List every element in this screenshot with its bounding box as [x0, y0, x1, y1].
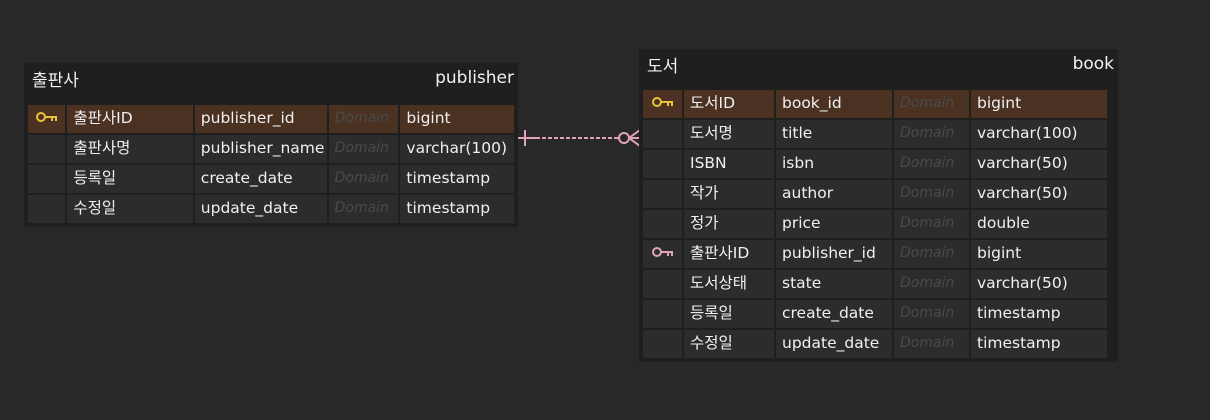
primary-key-icon: [651, 91, 675, 117]
column-data-type: timestamp: [971, 330, 1107, 358]
column-physical-name: create_date: [194, 165, 327, 193]
column-domain: Domain: [894, 210, 969, 238]
primary-key-icon: [35, 106, 59, 132]
zero-cardinality-mark: [618, 132, 630, 144]
column-domain: Domain: [328, 195, 399, 223]
column-data-type: double: [971, 210, 1107, 238]
entity-header[interactable]: 출판사 publisher: [28, 63, 514, 93]
column-physical-name: title: [776, 120, 892, 148]
column-domain: Domain: [894, 180, 969, 208]
entity-physical-name: book: [1072, 54, 1114, 74]
column-logical-name: 작가: [684, 180, 774, 208]
column-logical-name: 수정일: [67, 195, 193, 223]
column-logical-name: 도서ID: [684, 90, 774, 118]
column-physical-name: author: [776, 180, 892, 208]
key-cell: [643, 150, 682, 178]
column-data-type: varchar(50): [971, 180, 1107, 208]
column-logical-name: 등록일: [67, 165, 193, 193]
column-data-type: bigint: [971, 90, 1107, 118]
key-cell: [643, 180, 682, 208]
column-physical-name: publisher_id: [776, 240, 892, 268]
column-data-type: timestamp: [400, 165, 514, 193]
column-data-type: varchar(50): [971, 270, 1107, 298]
column-logical-name: ISBN: [684, 150, 774, 178]
column-logical-name: 정가: [684, 210, 774, 238]
foreign-key-icon: [651, 241, 675, 267]
column-domain: Domain: [894, 270, 969, 298]
column-physical-name: publisher_name: [194, 135, 327, 163]
column-domain: Domain: [894, 240, 969, 268]
column-domain: Domain: [328, 165, 399, 193]
column-data-type: timestamp: [400, 195, 514, 223]
column-physical-name: price: [776, 210, 892, 238]
key-cell: [28, 135, 66, 163]
key-cell: [28, 195, 66, 223]
key-cell: [643, 90, 682, 118]
column-domain: Domain: [328, 135, 399, 163]
column-physical-name: create_date: [776, 300, 892, 328]
key-cell: [643, 300, 682, 328]
column-domain: Domain: [894, 120, 969, 148]
key-cell: [28, 165, 66, 193]
column-logical-name: 출판사ID: [684, 240, 774, 268]
column-logical-name: 도서상태: [684, 270, 774, 298]
column-logical-name: 도서명: [684, 120, 774, 148]
key-cell: [643, 210, 682, 238]
column-data-type: bigint: [400, 105, 514, 133]
column-physical-name: publisher_id: [194, 105, 327, 133]
entity-logical-name: 도서: [647, 56, 679, 77]
entity-header[interactable]: 도서 book: [643, 49, 1114, 79]
key-cell: [643, 240, 682, 268]
key-cell: [28, 105, 66, 133]
column-logical-name: 등록일: [684, 300, 774, 328]
column-physical-name: isbn: [776, 150, 892, 178]
entity-logical-name: 출판사: [32, 70, 79, 91]
column-logical-name: 수정일: [684, 330, 774, 358]
column-physical-name: state: [776, 270, 892, 298]
column-physical-name: book_id: [776, 90, 892, 118]
column-domain: Domain: [894, 330, 969, 358]
column-domain: Domain: [328, 105, 399, 133]
column-domain: Domain: [894, 300, 969, 328]
key-cell: [643, 330, 682, 358]
column-logical-name: 출판사ID: [67, 105, 193, 133]
column-data-type: varchar(50): [971, 150, 1107, 178]
key-cell: [643, 270, 682, 298]
column-data-type: varchar(100): [400, 135, 514, 163]
key-cell: [643, 120, 682, 148]
column-physical-name: update_date: [776, 330, 892, 358]
column-physical-name: update_date: [194, 195, 327, 223]
column-data-type: varchar(100): [971, 120, 1107, 148]
column-logical-name: 출판사명: [67, 135, 193, 163]
entity-physical-name: publisher: [435, 68, 514, 88]
column-domain: Domain: [894, 150, 969, 178]
many-crowfoot-mark: [628, 129, 641, 139]
column-data-type: timestamp: [971, 300, 1107, 328]
column-data-type: bigint: [971, 240, 1107, 268]
column-domain: Domain: [894, 90, 969, 118]
